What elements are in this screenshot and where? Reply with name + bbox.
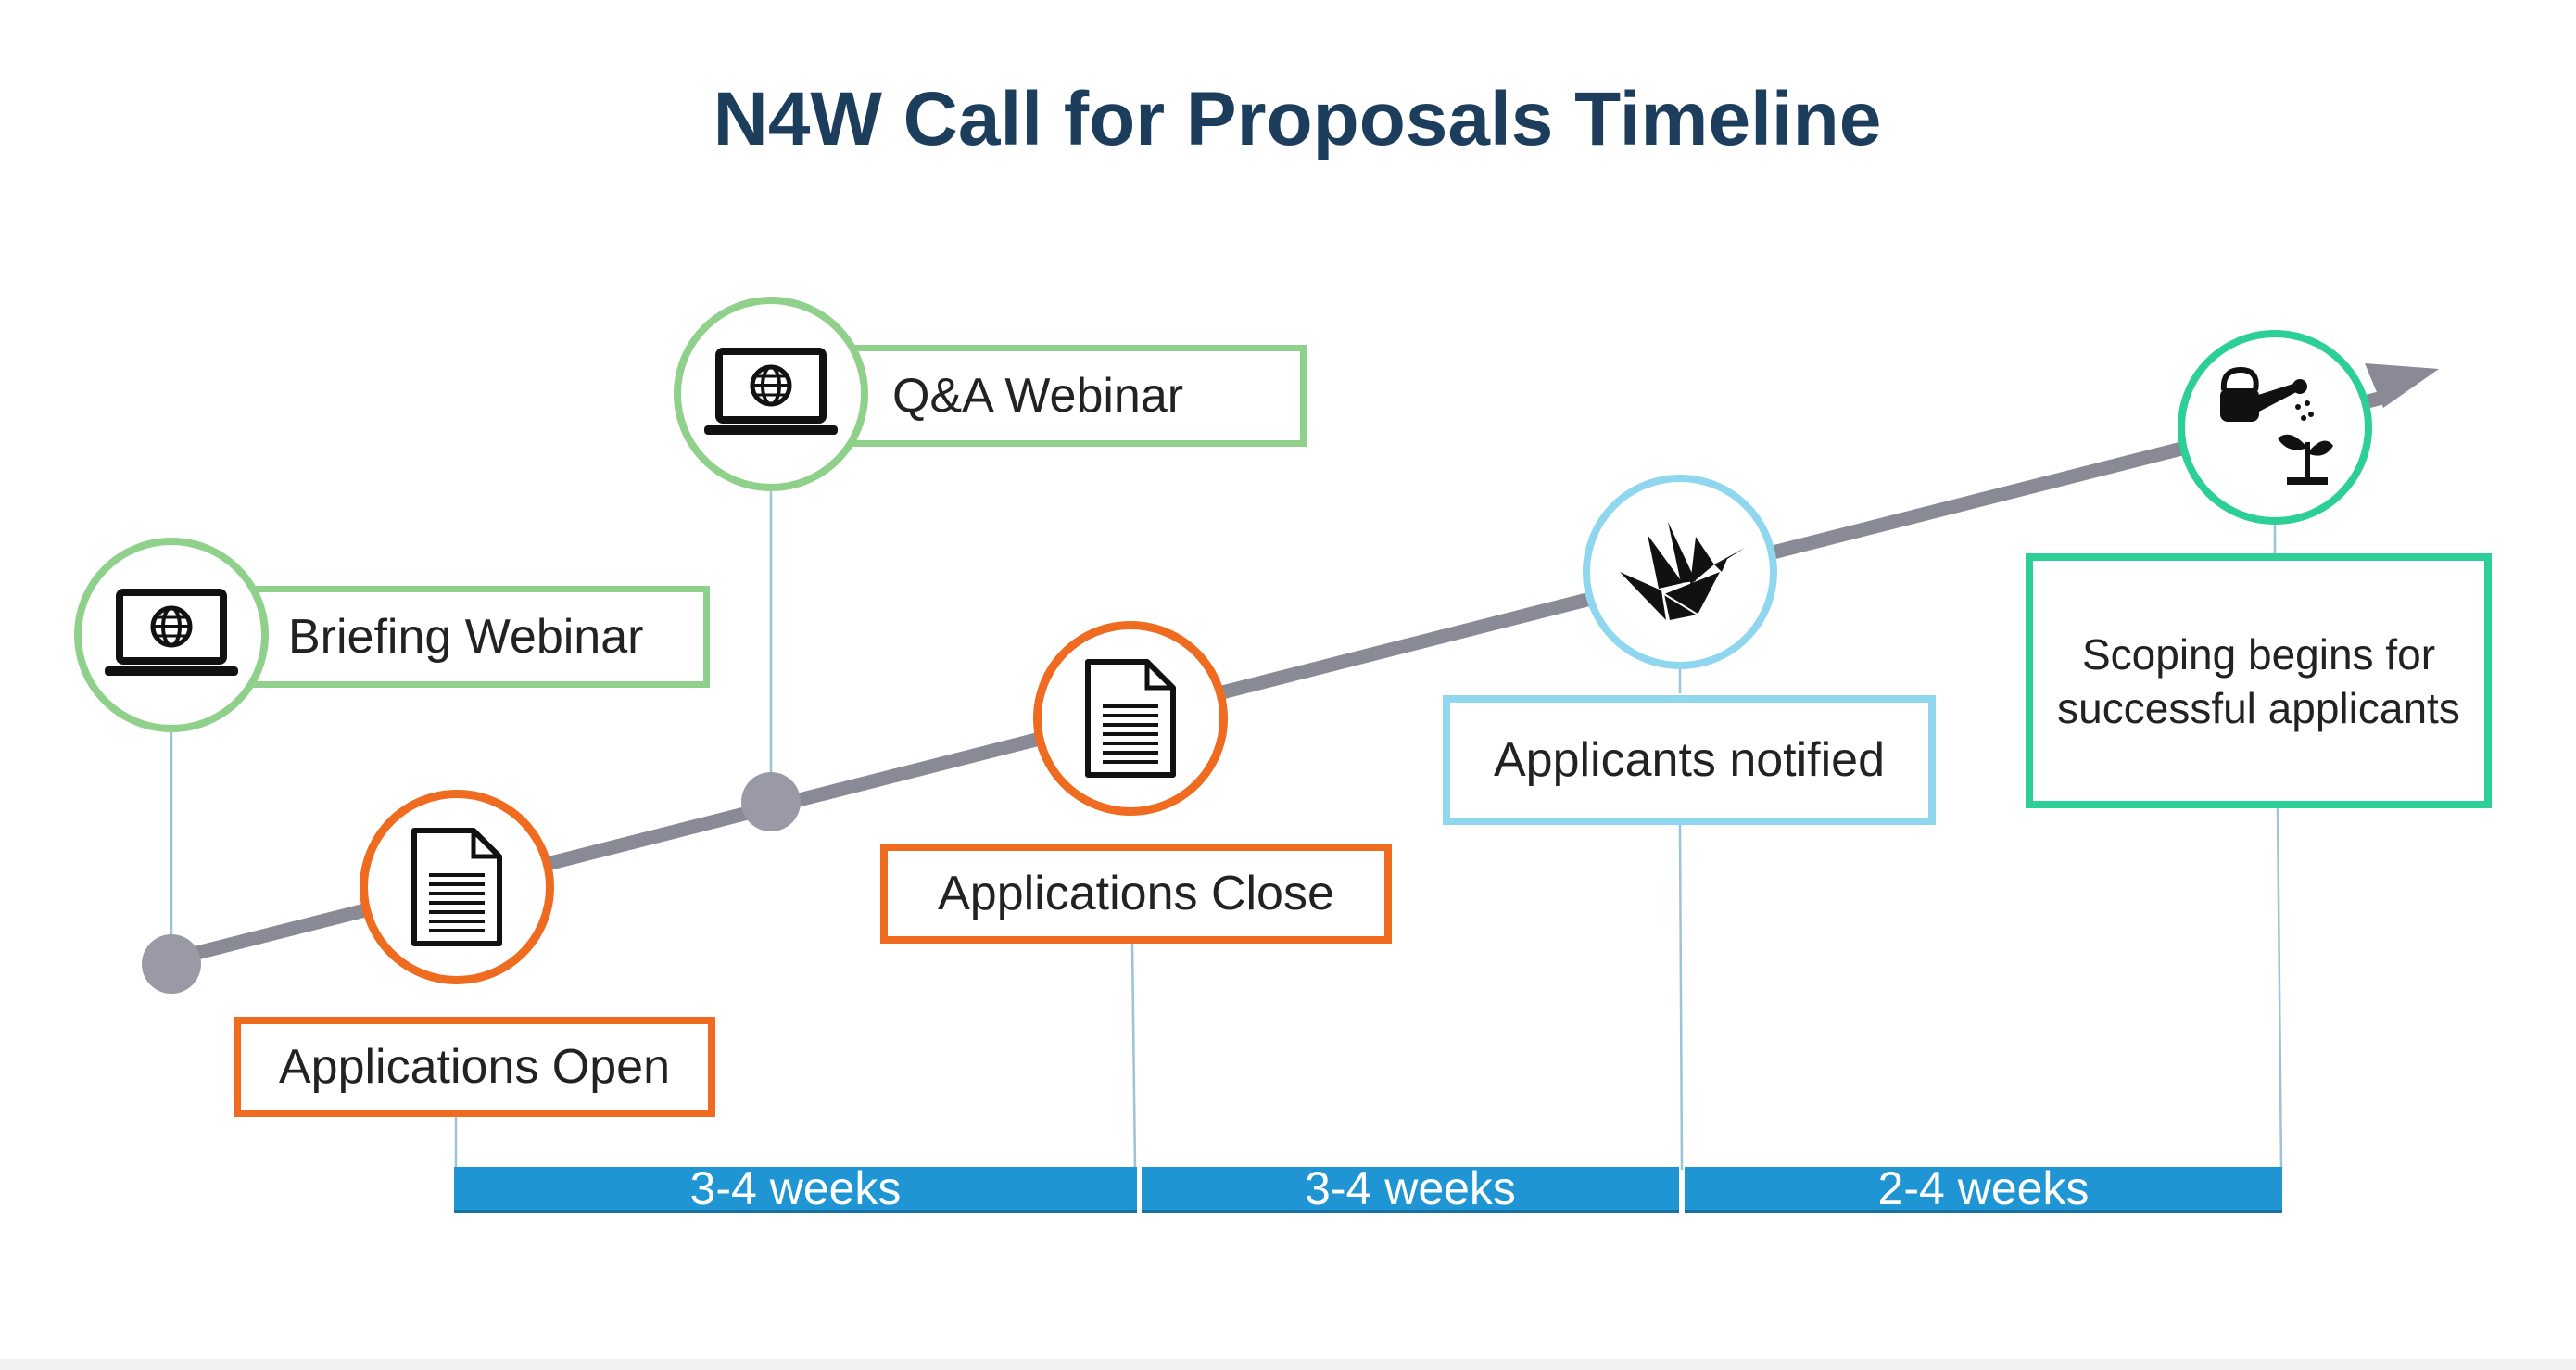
duration-label-2: 3-4 weeks [1305,1162,1516,1214]
duration-label-1: 3-4 weeks [689,1162,902,1214]
duration-segment-2: 3-4 weeks [1142,1162,1679,1214]
applications-open-label-box: Applications Open [234,1017,715,1117]
timeline-arrowhead [2365,363,2439,408]
watering-can-plant-icon [2220,366,2333,485]
duration-segment-3: 2-4 weeks [1685,1162,2282,1214]
timeline-qa-dot [741,772,801,831]
scoping-begins-label-line2: successful applicants [2057,683,2460,732]
briefing-webinar-label-box: Briefing Webinar [222,586,710,688]
scoping-begins-label-line1: Scoping begins for [2081,629,2436,679]
scoping-begins-label-box: Scoping begins for successful applicants [2026,553,2492,808]
footer-band [0,1359,2576,1370]
laptop-globe-icon [105,589,238,676]
qa-webinar-label: Q&A Webinar [892,369,1184,423]
briefing-webinar-circle [74,538,269,732]
applicants-notified-circle [1583,475,1777,669]
document-icon [1085,659,1176,778]
laptop-globe-icon [704,348,838,435]
qa-webinar-circle [674,297,868,491]
duration-label-3: 2-4 weeks [1877,1162,2090,1214]
timeline-start-dot [142,934,201,994]
page-title: N4W Call for Proposals Timeline [713,77,1882,161]
applications-close-label-box: Applications Close [880,844,1392,944]
applications-open-label: Applications Open [278,1040,671,1094]
applicants-notified-label-box: Applicants notified [1443,695,1936,825]
document-icon [411,828,502,946]
duration-segment-1: 3-4 weeks [454,1162,1137,1214]
connector-applicants-notified-bottom [1678,824,1684,1171]
connector-scoping-bottom [2276,806,2283,1171]
qa-webinar-label-box: Q&A Webinar [815,345,1307,447]
scoping-begins-circle [2178,330,2372,525]
paper-crane-icon [1620,522,1745,620]
applicants-notified-label: Applicants notified [1493,733,1886,787]
connector-applications-close [1130,943,1137,1171]
applications-open-circle [360,790,554,984]
applications-close-label: Applications Close [938,867,1334,920]
briefing-webinar-label: Briefing Webinar [288,610,644,664]
applications-close-circle [1033,621,1228,816]
